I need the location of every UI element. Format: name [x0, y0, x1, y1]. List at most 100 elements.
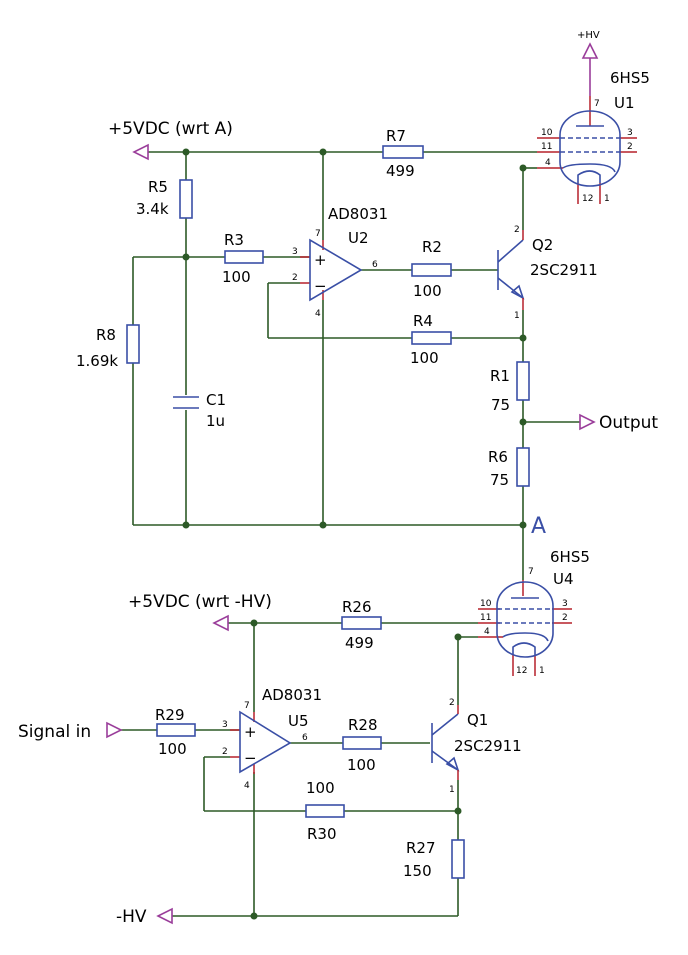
svg-text:6HS5: 6HS5	[610, 69, 650, 87]
resistor-r1: R1 75	[490, 361, 530, 414]
svg-text:AD8031: AD8031	[262, 686, 322, 704]
resistor-r2: R2 100	[411, 238, 452, 300]
svg-text:R3: R3	[224, 231, 244, 249]
svg-text:3: 3	[562, 599, 568, 609]
svg-text:7: 7	[315, 229, 321, 239]
port-neg-hv: -HV	[116, 907, 173, 927]
port-5v-a: +5VDC (wrt A)	[108, 119, 233, 161]
resistor-r26: R26 499	[341, 598, 382, 652]
transistor-q1: 2 1 Q1 2SC2911	[431, 698, 522, 795]
svg-text:U2: U2	[348, 229, 369, 247]
svg-text:R6: R6	[488, 448, 508, 466]
resistor-r29: R29 100	[155, 706, 196, 758]
tube-u1: 7 10 11 4 3 2 12 1 6HS5 U1	[537, 69, 650, 204]
svg-text:100: 100	[158, 740, 187, 758]
svg-text:12: 12	[582, 194, 593, 204]
svg-text:R28: R28	[348, 716, 378, 734]
label-signal-in: Signal in	[18, 722, 91, 742]
resistor-r30: 100 R30	[305, 779, 345, 843]
svg-text:R2: R2	[422, 238, 442, 256]
junction-dots	[182, 148, 527, 920]
svg-text:Q2: Q2	[532, 236, 553, 254]
svg-text:75: 75	[491, 396, 510, 414]
resistor-r7: R7 499	[382, 127, 424, 180]
svg-text:4: 4	[315, 309, 321, 319]
opamp-u5: + − 3 2 6 7 4 AD8031 U5	[204, 686, 322, 791]
svg-text:499: 499	[345, 634, 374, 652]
svg-text:4: 4	[484, 627, 490, 637]
svg-text:6: 6	[302, 733, 308, 743]
svg-text:7: 7	[244, 701, 250, 711]
svg-text:7: 7	[528, 567, 534, 577]
svg-text:3.4k: 3.4k	[136, 200, 169, 218]
resistor-r3: R3 100	[222, 231, 264, 286]
svg-text:2: 2	[562, 613, 568, 623]
label-output: Output	[599, 413, 658, 433]
svg-text:3: 3	[627, 128, 633, 138]
port-output: Output	[579, 413, 658, 433]
svg-text:100: 100	[222, 268, 251, 286]
resistor-r4: R4 100	[410, 312, 452, 367]
svg-text:+: +	[314, 251, 327, 269]
svg-text:3: 3	[292, 247, 298, 257]
resistor-r8: R8 1.69k	[76, 324, 140, 370]
svg-text:R8: R8	[96, 326, 116, 344]
svg-text:R5: R5	[148, 178, 168, 196]
port-5v-hv: +5VDC (wrt -HV)	[128, 592, 272, 632]
label-hv: +HV	[577, 30, 600, 41]
resistor-r5: R5 3.4k	[136, 178, 193, 219]
svg-text:2: 2	[292, 273, 298, 283]
svg-text:2SC2911: 2SC2911	[530, 261, 598, 279]
svg-text:100: 100	[410, 349, 439, 367]
svg-text:C1: C1	[206, 391, 226, 409]
svg-text:10: 10	[480, 599, 492, 609]
wires-top	[132, 151, 580, 580]
svg-text:11: 11	[541, 142, 552, 152]
svg-text:7: 7	[594, 99, 600, 109]
svg-text:R27: R27	[406, 839, 436, 857]
opamp-u2: + − 3 2 6 7 4 AD8031 U2	[268, 205, 388, 319]
resistor-r28: R28 100	[342, 716, 382, 774]
port-hv: +HV	[577, 30, 600, 96]
svg-text:R7: R7	[386, 127, 406, 145]
svg-text:1.69k: 1.69k	[76, 352, 118, 370]
svg-text:2: 2	[627, 142, 633, 152]
svg-text:AD8031: AD8031	[328, 205, 388, 223]
svg-text:U5: U5	[288, 712, 309, 730]
svg-text:150: 150	[403, 862, 432, 880]
svg-text:2: 2	[449, 698, 455, 708]
svg-text:−: −	[314, 277, 327, 295]
svg-text:Q1: Q1	[467, 711, 488, 729]
svg-text:R4: R4	[413, 312, 433, 330]
svg-text:1: 1	[539, 666, 545, 676]
wires-bottom	[121, 622, 478, 917]
resistor-r27: R27 150	[403, 839, 465, 880]
svg-text:2: 2	[222, 747, 228, 757]
capacitor-c1: C1 1u	[173, 391, 226, 430]
svg-text:U4: U4	[553, 570, 574, 588]
svg-text:+: +	[244, 723, 257, 741]
svg-text:1: 1	[514, 311, 520, 321]
svg-text:4: 4	[545, 158, 551, 168]
label-5v-a: +5VDC (wrt A)	[108, 119, 233, 139]
svg-text:12: 12	[516, 666, 527, 676]
label-5v-hv: +5VDC (wrt -HV)	[128, 592, 272, 612]
svg-text:−: −	[244, 749, 257, 767]
port-signal-in: Signal in	[18, 721, 123, 742]
label-neg-hv: -HV	[116, 907, 147, 927]
svg-text:6HS5: 6HS5	[550, 548, 590, 566]
svg-text:R1: R1	[490, 367, 510, 385]
svg-text:4: 4	[244, 781, 250, 791]
svg-text:100: 100	[306, 779, 335, 797]
svg-text:2: 2	[514, 225, 520, 235]
resistor-r6: R6 75	[488, 447, 530, 489]
svg-text:3: 3	[222, 720, 228, 730]
svg-text:R29: R29	[155, 706, 185, 724]
svg-text:11: 11	[480, 613, 491, 623]
svg-text:1u: 1u	[206, 412, 225, 430]
svg-text:R30: R30	[307, 825, 337, 843]
svg-text:6: 6	[372, 260, 378, 270]
svg-text:10: 10	[541, 128, 553, 138]
svg-text:1: 1	[449, 785, 455, 795]
